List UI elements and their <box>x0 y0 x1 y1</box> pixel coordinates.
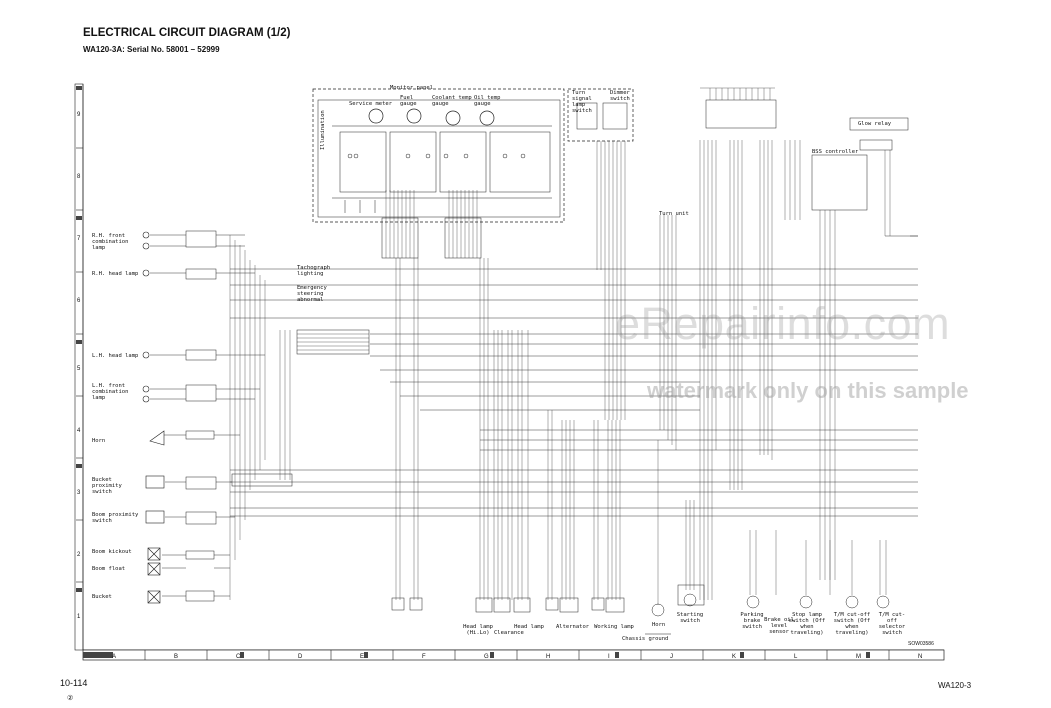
horn-bottom-label: Horn <box>652 622 666 628</box>
head-lamp-hilo-label: Head lamp (Hi.Lo) <box>463 624 493 636</box>
serial-range: Serial No. 58001 – 52999 <box>127 45 220 54</box>
grid-col-i: I <box>608 654 610 660</box>
monitor-panel-label: Monitor panel <box>390 85 434 91</box>
monitor-panel-box <box>312 88 565 223</box>
oil-gauge <box>479 110 495 126</box>
grid-col-l: L <box>794 654 798 660</box>
grid-column-ticks <box>144 650 890 660</box>
bucket-prox-label: Bucket proximity switch <box>92 477 122 495</box>
fuel-gauge-label: Fuel gauge <box>400 95 417 107</box>
grid-row-7: 7 <box>77 236 81 242</box>
top-connector-stack <box>705 99 777 129</box>
grid-col-c: C <box>236 654 241 660</box>
brake-oil-sensor-label: Brake oil level sensor <box>764 617 794 635</box>
dimmer-switch-label: Dimmer switch <box>610 90 630 102</box>
boom-kickout-label: Boom kickout <box>92 549 132 555</box>
watermark-text: eRepairinfo.com <box>615 298 951 349</box>
working-lamp-label: Working lamp <box>594 624 634 630</box>
grid-col-b: B <box>174 654 179 660</box>
rh-front-combo-label: R.H. front combination lamp <box>92 233 129 251</box>
horn-symbol-left <box>149 430 165 446</box>
grid-row-4: 4 <box>77 428 81 434</box>
page-number: 10-114 <box>60 678 88 688</box>
glow-relay-label: Glow relay <box>858 121 892 127</box>
turn-signal-switch-box <box>567 88 634 142</box>
boom-float-label: Boom float <box>92 566 126 572</box>
grid-row-6: 6 <box>77 298 81 304</box>
grid-col-k: K <box>732 654 737 660</box>
grid-row-2: 2 <box>77 552 81 558</box>
head-lamp-label: Head lamp <box>514 624 544 630</box>
illumination-label: Illumination <box>320 110 326 150</box>
revision-mark: ② <box>67 695 74 702</box>
boom-prox-label: Boom proximity switch <box>92 512 139 524</box>
bottom-connectors <box>391 584 890 635</box>
horn-left-label: Horn <box>92 438 106 444</box>
grid-row-ticks <box>76 147 83 583</box>
tm-cutoff-switch-label: T/M cut-off switch (Off when traveling) <box>833 612 871 636</box>
stop-lamp-switch-label: Stop lamp switch (Off when traveling) <box>788 612 826 636</box>
grid-row-9: 9 <box>77 112 81 118</box>
bss-controller-label: BSS controller <box>812 149 859 155</box>
grid-row-1: 1 <box>77 614 81 620</box>
grid-col-j: J <box>670 654 673 660</box>
grid-row-5: 5 <box>77 366 81 372</box>
fuel-gauge <box>406 108 422 124</box>
left-trunk <box>229 235 291 600</box>
diagram-title: ELECTRICAL CIRCUIT DIAGRAM (1/2) <box>83 27 291 39</box>
rh-head-lamp-label: R.H. head lamp <box>92 271 139 277</box>
grid-col-g: G <box>484 654 489 660</box>
turn-unit-label: Turn unit <box>659 211 689 217</box>
parking-brake-label: Parking brake switch <box>740 612 764 630</box>
panel-connector-left <box>381 217 419 259</box>
left-connectors <box>185 230 293 602</box>
coolant-gauge-label: Coolant temp gauge <box>432 95 472 107</box>
footer-model: WA120-3 <box>938 681 972 690</box>
alternator-label: Alternator <box>556 624 590 630</box>
watermark-subtext: watermark only on this sample <box>647 378 969 403</box>
bss-controller-box <box>811 154 868 211</box>
grid-markers <box>83 652 870 658</box>
glow-relay-box <box>849 117 909 131</box>
model-label: WA120-3A: <box>83 45 125 54</box>
emergency-steering-label: Emergency steering abnormal <box>297 285 327 303</box>
lh-head-lamp-label: L.H. head lamp <box>92 353 139 359</box>
bottom-drops <box>395 258 887 605</box>
frame-bottom-grid-band <box>82 649 945 661</box>
grid-col-m: M <box>856 654 861 660</box>
tm-cutoff-selector-label: T/M cut-off selector switch <box>878 612 906 636</box>
grid-col-d: D <box>298 654 303 660</box>
grid-col-e: E <box>360 654 365 660</box>
coolant-gauge <box>445 110 461 126</box>
service-meter-label: Service meter <box>349 101 393 107</box>
chassis-ground-label: Chassis ground <box>622 636 669 642</box>
clearance-label: Clearance <box>494 630 524 636</box>
grid-row-3: 3 <box>77 490 81 496</box>
bucket-label: Bucket <box>92 594 112 600</box>
service-meter-gauge <box>368 108 384 124</box>
panel-connector-right <box>444 217 482 259</box>
diagram-subtitle: WA120-3A: Serial No. 58001 – 52999 <box>83 45 220 54</box>
drawing-code: SOW03586 <box>908 641 934 647</box>
oil-gauge-label: Oil temp gauge <box>474 95 501 107</box>
grid-col-h: H <box>546 654 551 660</box>
grid-row-8: 8 <box>77 174 81 180</box>
turn-signal-label: Turn signal lamp switch <box>572 90 592 114</box>
grid-col-n: N <box>918 654 923 660</box>
tachograph-label: Tachograph lighting <box>297 265 331 277</box>
lh-front-combo-label: L.H. front combination lamp <box>92 383 129 401</box>
starting-switch-label: Starting switch <box>676 612 704 624</box>
grid-col-f: F <box>422 654 426 660</box>
grid-col-a: A <box>112 654 117 660</box>
